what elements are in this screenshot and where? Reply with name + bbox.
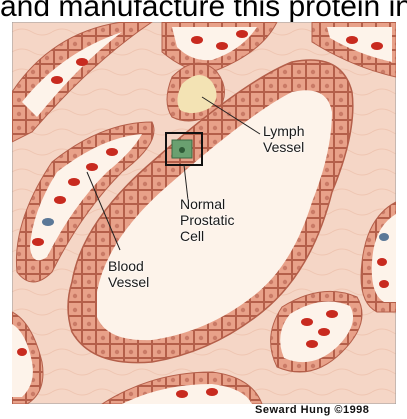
blood-vessel-label-line1: Blood xyxy=(108,258,149,274)
lymph-vessel-label-line1: Lymph xyxy=(263,123,305,139)
prostatic-cell-label-line1: Normal xyxy=(180,196,234,212)
top-caption-text: and manufacture this protein in xyxy=(0,0,407,24)
lymph-vessel-label-line2: Vessel xyxy=(263,139,305,155)
prostatic-cell-label-line3: Cell xyxy=(180,228,234,244)
prostatic-cell-label-line2: Prostatic xyxy=(180,212,234,228)
illustrator-credit: Seward Hung ©1998 xyxy=(255,403,369,417)
highlighted-cell-nucleus xyxy=(179,147,185,153)
prostatic-cell-label: Normal Prostatic Cell xyxy=(180,196,234,244)
blood-vessel-label: Blood Vessel xyxy=(108,258,149,290)
blood-vessel-label-line2: Vessel xyxy=(108,274,149,290)
lymph-vessel-label: Lymph Vessel xyxy=(263,123,305,155)
